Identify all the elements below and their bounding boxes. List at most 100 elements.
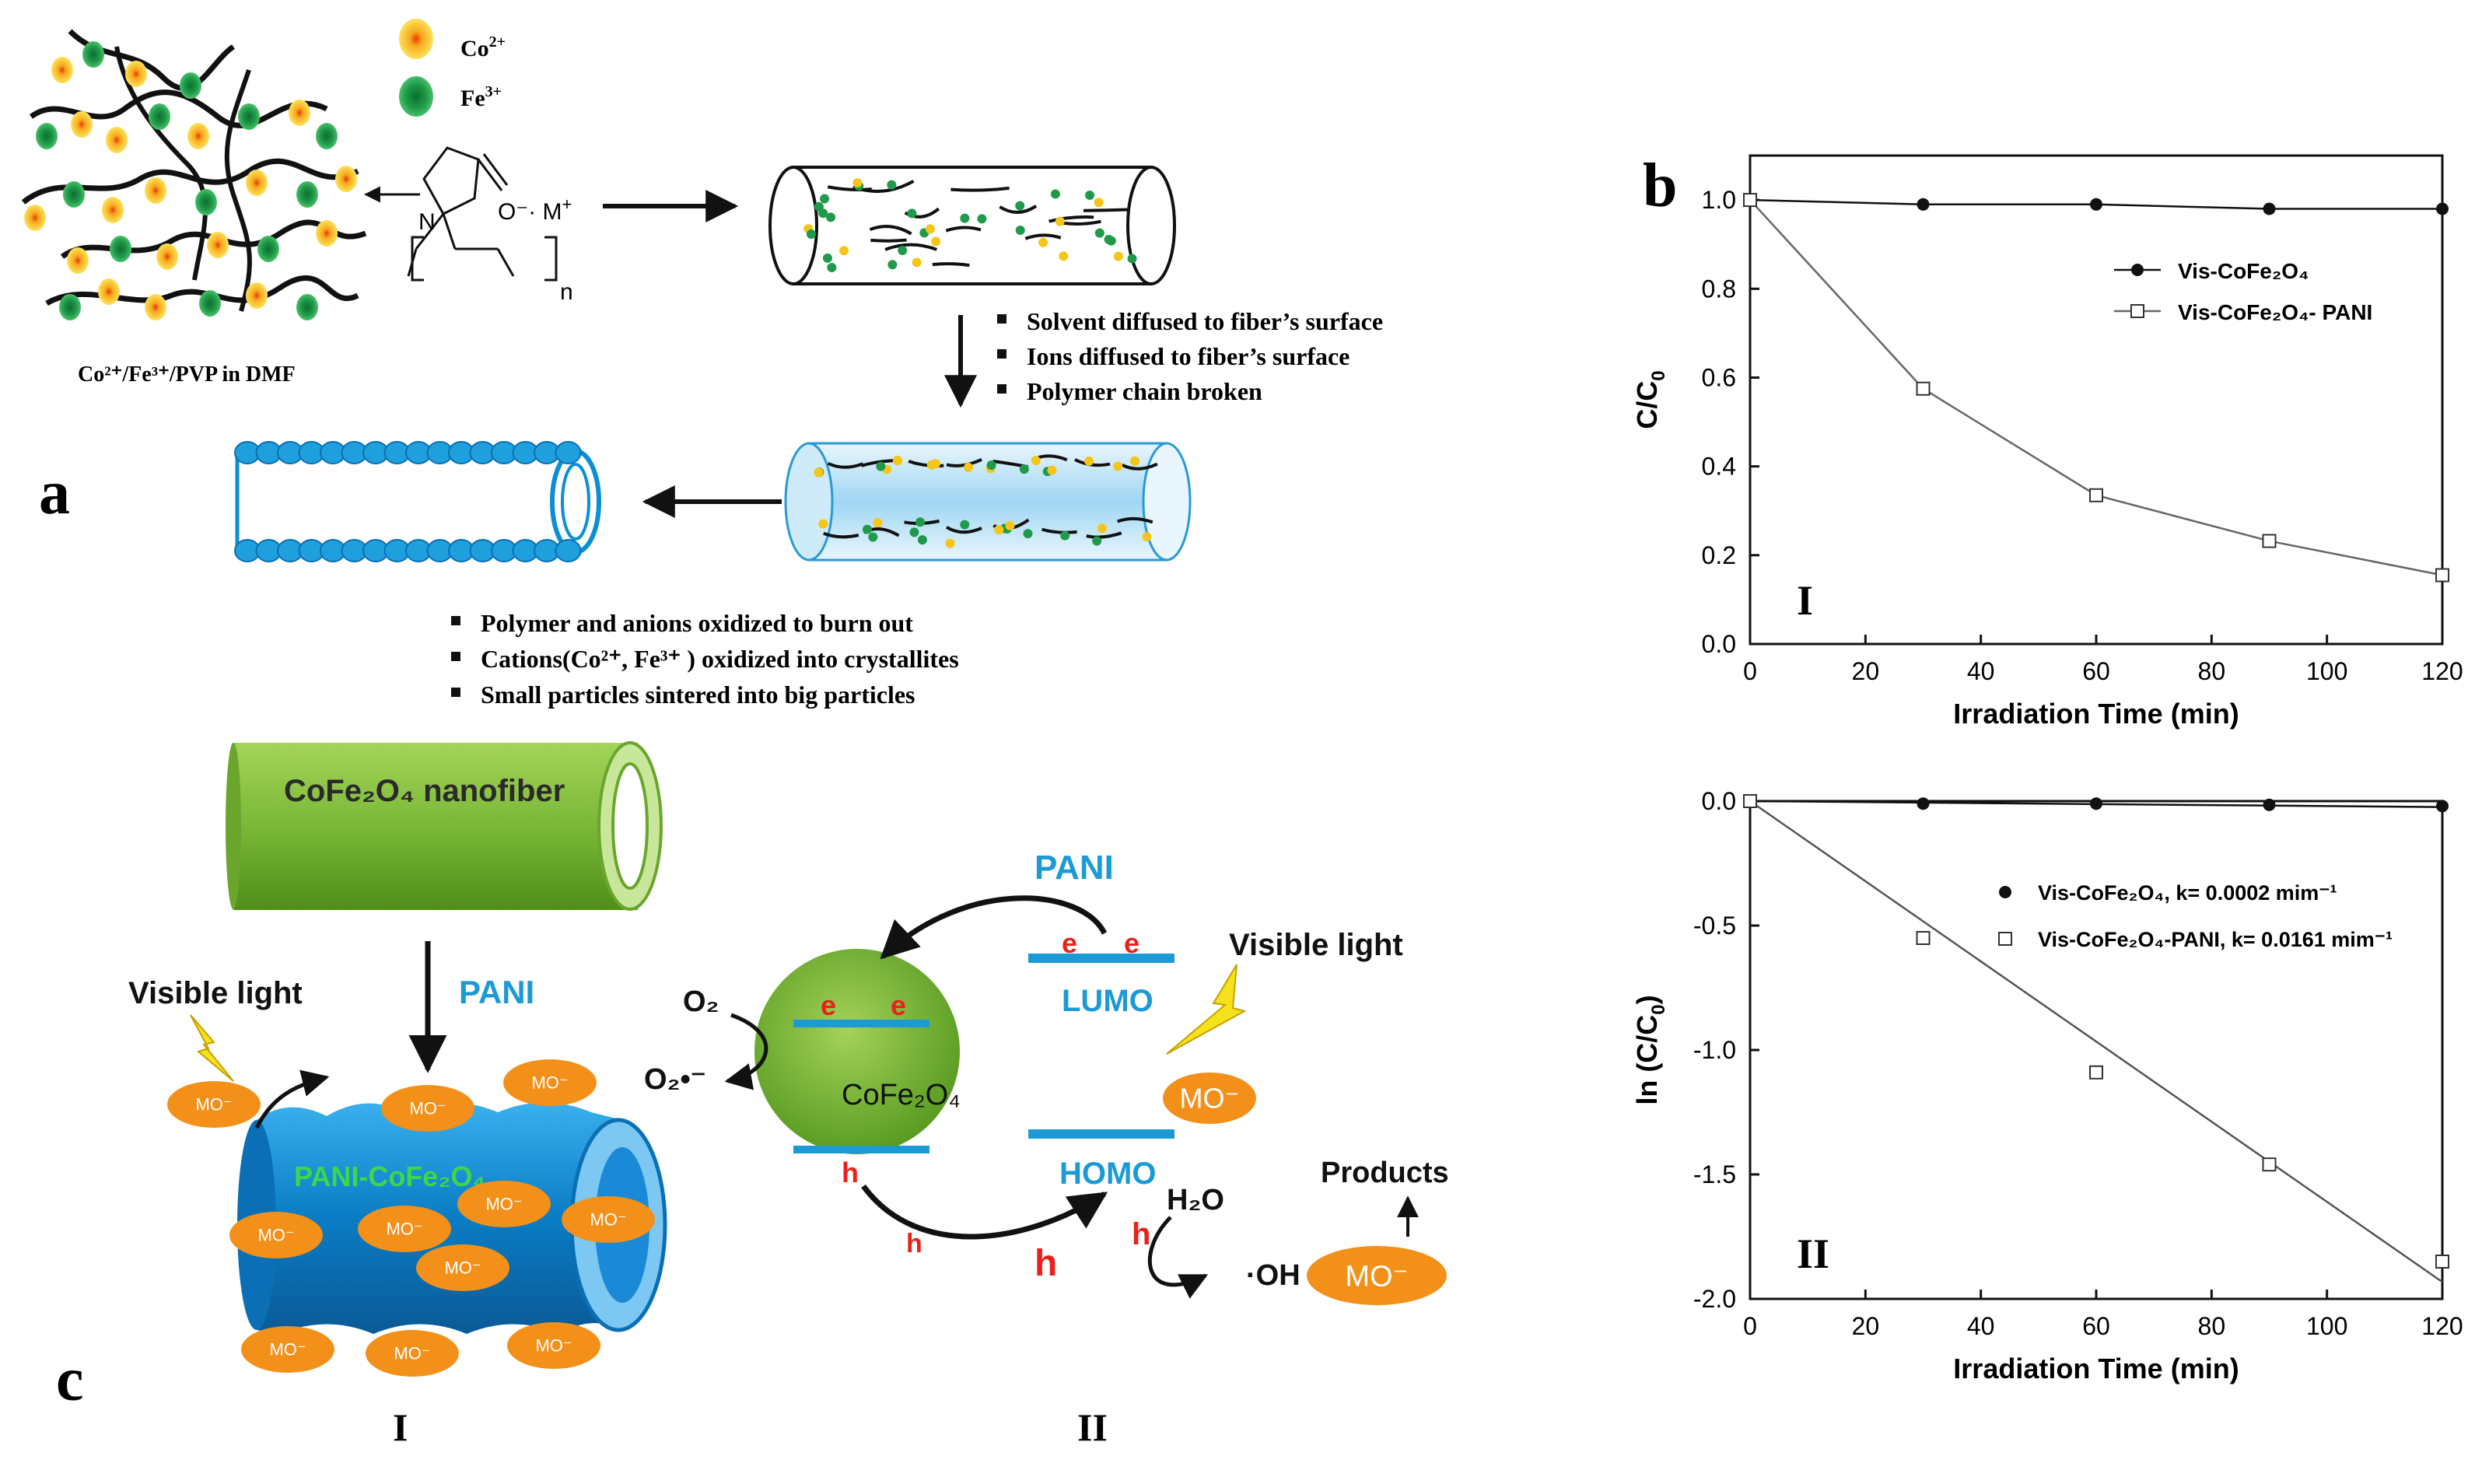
pani-electron-2: e xyxy=(1124,927,1139,959)
polymer-chain xyxy=(1086,531,1122,539)
pvp-o-charge: O⁻· M xyxy=(498,199,562,225)
ion-dot xyxy=(917,535,927,545)
ion-dot xyxy=(909,527,919,537)
cobalt-ion xyxy=(24,205,46,231)
iron-ion xyxy=(149,103,170,130)
legend-label: Vis-CoFe₂O₄- PANI xyxy=(2178,300,2372,324)
cobalt-ion xyxy=(156,243,178,270)
cobalt-ion xyxy=(246,170,268,196)
polymer-chain xyxy=(1024,233,1062,240)
x-tick-label: 120 xyxy=(2421,1312,2463,1340)
ion-dot xyxy=(1047,465,1057,475)
cobalt-ion xyxy=(51,57,73,83)
mo-molecule xyxy=(1163,1073,1256,1124)
mo-label: MO⁻ xyxy=(444,1258,481,1278)
superoxide-label: O₂•⁻ xyxy=(644,1063,706,1096)
mo-molecule xyxy=(241,1326,334,1373)
legend-label: Vis-CoFe₂O₄ xyxy=(2178,259,2309,283)
cobalt-ion xyxy=(145,177,166,204)
pvp-n-atom: N xyxy=(418,209,436,235)
arrow-o2-reduction xyxy=(724,1013,768,1090)
ion-dot xyxy=(822,253,832,263)
ion-dot xyxy=(814,467,824,478)
arrow-adsorption xyxy=(254,1069,330,1129)
polymer-chain xyxy=(827,185,872,191)
mo-label: MO⁻ xyxy=(409,1099,446,1118)
polymer-ion-cluster xyxy=(21,29,367,320)
ion-dot xyxy=(1092,536,1102,546)
ion-dot xyxy=(876,461,886,471)
data-point xyxy=(1916,381,1931,396)
visible-light-label-1: Visible light xyxy=(128,976,303,1010)
ion-dot xyxy=(1050,189,1060,199)
pani-electron-1: e xyxy=(1062,927,1077,959)
mo-molecule xyxy=(507,1322,600,1369)
cobalt-ion xyxy=(102,197,124,223)
steps-1-list: Solvent diffused to fiber’s surface Ions… xyxy=(997,307,1383,405)
y-tick-label: 0.0 xyxy=(1702,630,1736,658)
pvp-caption: Co²⁺/Fe³⁺/PVP in DMF xyxy=(78,362,296,387)
pani-arrow-label: PANI xyxy=(459,974,534,1010)
ion-dot xyxy=(945,538,955,548)
ion-dot xyxy=(873,518,883,528)
iron-ion xyxy=(36,123,58,149)
x-tick-label: 120 xyxy=(2421,657,2463,685)
ion-dot xyxy=(887,180,897,190)
hole-label-3: h xyxy=(1132,1217,1150,1251)
y-tick-label: -0.5 xyxy=(1693,912,1736,940)
polymer-chain xyxy=(945,226,982,233)
mo-label: MO⁻ xyxy=(1180,1083,1240,1115)
ion-dot xyxy=(1023,529,1033,539)
legend-iron-label: Fe xyxy=(460,86,485,111)
ion-dot xyxy=(931,236,941,247)
mechanism-ii: PANI e e CoFe₂O₄ h e e LUMO HOMO h h h O… xyxy=(644,849,1449,1305)
panel-c: c CoFe₂O₄ nanofiber PANI Visible light P… xyxy=(56,741,1449,1449)
ion-dot xyxy=(986,460,996,470)
cobalt-ion xyxy=(335,166,357,192)
electrospun-fiber xyxy=(768,166,1176,285)
polymer-chain xyxy=(1041,527,1077,534)
ion-dot xyxy=(1097,523,1107,534)
mo-molecule xyxy=(366,1330,459,1377)
mo-molecule xyxy=(1307,1246,1447,1305)
ion-dot xyxy=(868,532,878,542)
chart-roman-label: II xyxy=(1797,1230,1829,1277)
ion-dot xyxy=(1031,456,1041,466)
panel-label-a: a xyxy=(39,459,70,527)
arrow-electron-transfer xyxy=(880,895,1108,960)
ion-dot xyxy=(1059,251,1069,261)
polymer-chain xyxy=(884,243,938,251)
polymer-chain xyxy=(945,526,982,534)
ion-dot xyxy=(1113,251,1123,261)
ion-dot xyxy=(1094,228,1104,238)
ion-dot xyxy=(994,525,1004,535)
svg-text:O⁻· M+: O⁻· M+ xyxy=(498,194,572,225)
ion-dot xyxy=(1094,198,1104,208)
ion-dot xyxy=(1015,201,1025,211)
composite-label: PANI-CoFe₂O₄ xyxy=(294,1160,485,1192)
x-tick-label: 20 xyxy=(1852,657,1880,685)
svg-text:Fe3+: Fe3+ xyxy=(460,83,502,111)
step1-item-1: Solvent diffused to fiber’s surface xyxy=(1027,307,1383,335)
polymer-chain xyxy=(1062,219,1101,226)
y-tick-label: 1.0 xyxy=(1702,186,1736,214)
mo-label: MO⁻ xyxy=(257,1226,294,1245)
data-point xyxy=(2089,1065,2103,1080)
polymer-chain xyxy=(946,458,982,467)
polymer-chain xyxy=(869,225,912,236)
y-tick-label: 0.0 xyxy=(1702,787,1736,815)
cobalt-ion xyxy=(106,127,128,153)
panel-label-c: c xyxy=(56,1346,84,1414)
ion-dot xyxy=(1019,464,1029,474)
svg-text:Co2+: Co2+ xyxy=(460,33,506,61)
plot-frame xyxy=(1749,800,2444,1300)
ion-dot xyxy=(1127,254,1137,264)
steps-2-list: Polymer and anions oxidized to burn out … xyxy=(451,609,959,709)
ion-dot xyxy=(806,229,816,240)
cofe-hole: h xyxy=(842,1157,859,1188)
y-axis-title: C/C0 xyxy=(1631,370,1669,429)
ion-dot xyxy=(818,208,828,219)
x-tick-label: 0 xyxy=(1743,1312,1757,1340)
plot-frame xyxy=(1749,154,2444,646)
mo-label: MO⁻ xyxy=(531,1073,568,1093)
